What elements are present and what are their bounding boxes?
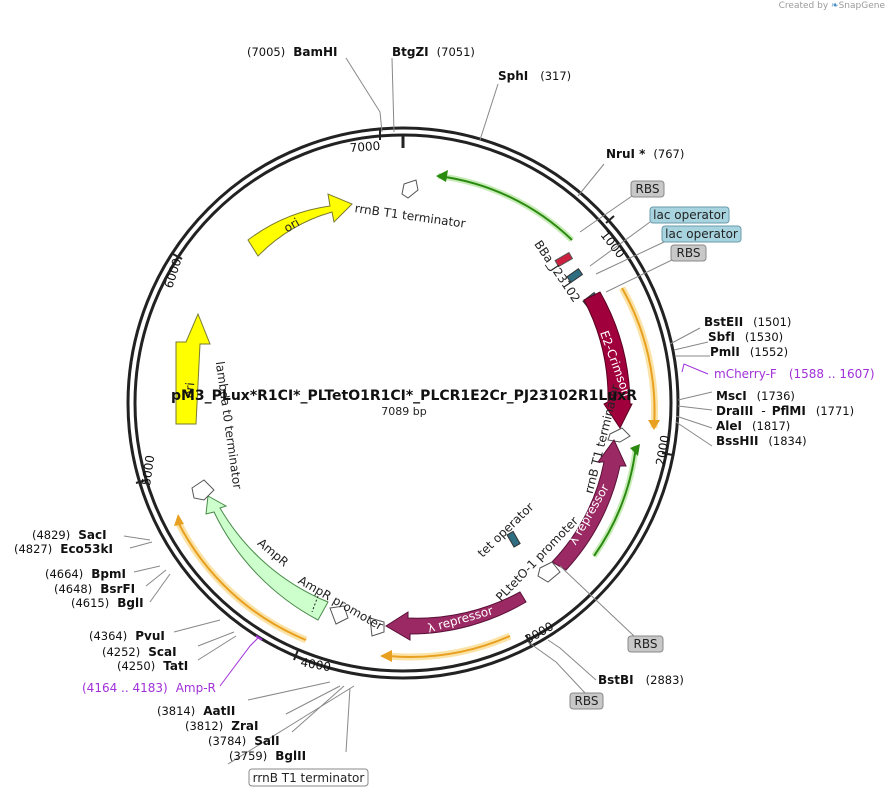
svg-text:RBS: RBS [575, 694, 599, 708]
tick-6000: 6000 [162, 257, 185, 290]
primer-lines [219, 363, 709, 687]
feature-orange-ring-right [618, 286, 660, 430]
site-eco53ki: (4827)Eco53kI [14, 542, 113, 556]
site-labels: (7005)BamHI BtgZI(7051) SphI(317) NruI *… [14, 45, 854, 763]
lambda-t0-label: lambda t0 terminator [213, 360, 245, 489]
svg-text:lac operator: lac operator [665, 227, 738, 241]
tick-2000: 2000 [653, 434, 672, 467]
tick-5000: 5000 [139, 454, 157, 486]
feature-ori-top[interactable]: ori [247, 193, 353, 257]
feature-lambda-t0: lambda t0 terminator [191, 360, 245, 501]
backbone [126, 126, 680, 680]
svg-text:rrnB T1 terminator: rrnB T1 terminator [253, 771, 365, 785]
site-bpmi: (4664)BpmI [45, 567, 126, 581]
site-sbfi: SbfI(1530) [708, 330, 783, 344]
tick-7000: 7000 [349, 139, 380, 155]
feature-rrnb-top: rrnB T1 terminator [354, 179, 467, 231]
feature-ori-left[interactable]: ori [175, 312, 211, 425]
site-bsshii: BssHII(1834) [716, 434, 807, 448]
lac-operator-box-1: lac operator [649, 206, 730, 224]
tick-4000: 4000 [299, 655, 332, 674]
lac-operator-box-2: lac operator [661, 225, 742, 243]
terminator-icon [191, 479, 215, 501]
feature-green-ring-top [436, 170, 575, 243]
site-sphi: SphI(317) [498, 69, 571, 83]
site-alei: AleI(1817) [716, 419, 790, 433]
ori-top-label: ori [281, 215, 302, 235]
site-msci: MscI(1736) [716, 389, 795, 403]
promoter-arrow-icon [537, 561, 561, 583]
feature-lambda-repressor-bottom[interactable]: λ repressor [385, 591, 527, 641]
site-sali: (3784)SalI [208, 734, 280, 748]
promoter-arrow-icon [369, 617, 385, 637]
site-bamhi: (7005)BamHI [247, 45, 338, 59]
site-zrai: (3812)ZraI [185, 719, 258, 733]
feature-tet-operator[interactable]: tet operator [475, 500, 537, 560]
site-bgli: (4615)BglI [71, 596, 144, 610]
site-scai: (4252)ScaI [102, 645, 177, 659]
lambda-bottom-label: λ repressor [426, 603, 495, 635]
primer-labels: mCherry-F(1588 .. 1607) (4164 .. 4183)Am… [82, 367, 875, 695]
primer-mcherry-f: mCherry-F(1588 .. 1607) [714, 367, 875, 381]
site-pvui: (4364)PvuI [89, 629, 165, 643]
svg-text:RBS: RBS [636, 182, 660, 196]
feature-orange-ring-left [174, 514, 308, 644]
rrnb-box-bottom: rrnB T1 terminator [248, 768, 369, 787]
rbs-box-bottom: RBS [569, 692, 604, 710]
ori-left-label: ori [182, 382, 198, 399]
snapgene-credit: Created by ❧SnapGene [779, 1, 885, 11]
svg-text:RBS: RBS [634, 637, 658, 651]
feature-orange-ring-bottom [380, 632, 512, 662]
credit-brand: SnapGene [838, 1, 885, 11]
site-aatii: (3814)AatII [157, 704, 235, 718]
snapgene-logo-icon: ❧ [831, 1, 839, 11]
terminator-icon [401, 179, 419, 199]
tick-1000: 1000 [598, 228, 628, 261]
site-nrui: NruI *(767) [606, 147, 684, 161]
primer-amp-r: (4164 .. 4183)Amp-R [82, 681, 216, 695]
rbs-box-bottom-right: RBS [627, 635, 664, 653]
site-bstbi: BstBI(2883) [598, 673, 684, 687]
rbs-box-top: RBS [630, 180, 665, 198]
tet-operator-label: tet operator [475, 500, 537, 560]
site-pmli: PmlI(1552) [710, 345, 788, 359]
site-draiii-pflmi: DraIII-PflMI(1771) [716, 404, 854, 418]
center-title: pM3_PLux*R1CI*_PLTetO1R1CI*_PLCR1E2Cr_PJ… [171, 388, 637, 418]
site-saci: (4829)SacI [32, 528, 107, 542]
site-bsrfi: (4648)BsrFI [54, 582, 135, 596]
site-bglii: (3759)BglII [229, 749, 306, 763]
feature-green-ring-right [591, 444, 640, 558]
plasmid-length: 7089 bp [381, 405, 426, 418]
rbs-box-right: RBS [670, 244, 707, 262]
boxed-labels: RBS lac operator lac operator RBS RBS RB… [248, 180, 742, 787]
svg-text:lac operator: lac operator [653, 208, 726, 222]
site-bsteii: BstEII(1501) [704, 315, 791, 329]
credit-text: Created by [778, 1, 829, 11]
promoter-arrow-icon [329, 605, 349, 625]
terminator-icon [607, 427, 631, 443]
svg-text:RBS: RBS [677, 246, 701, 260]
site-btgzi: BtgZI(7051) [392, 45, 475, 59]
plasmid-name: pM3_PLux*R1CI*_PLTetO1R1CI*_PLCR1E2Cr_PJ… [171, 388, 637, 404]
leader-lines [123, 57, 713, 765]
rrnb-top-label: rrnB T1 terminator [354, 201, 467, 230]
site-tati: (4250)TatI [117, 659, 188, 673]
